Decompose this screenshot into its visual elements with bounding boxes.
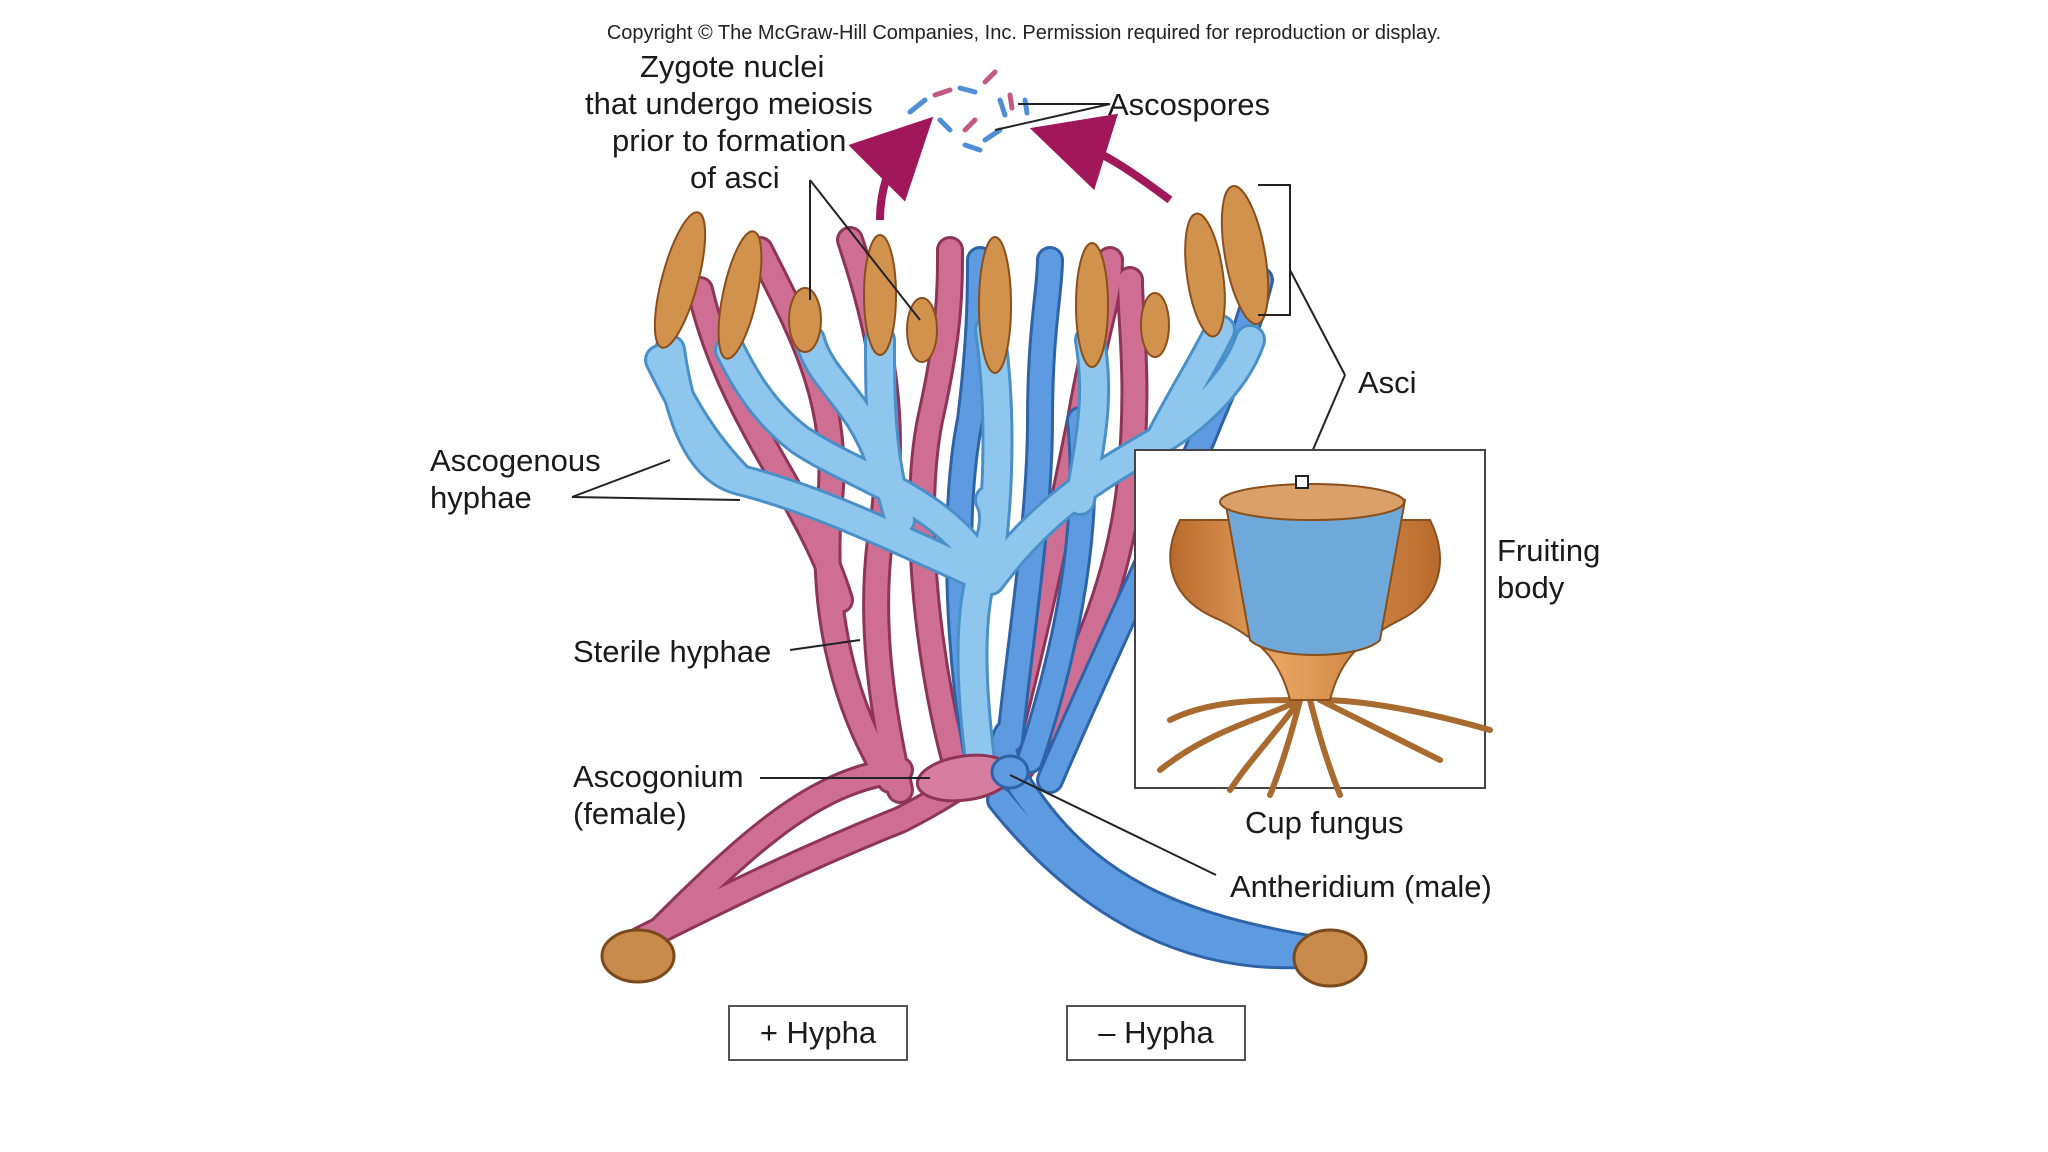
label-ascogenous-line1: Ascogenous <box>430 442 601 479</box>
arrow-left <box>880 145 905 220</box>
label-fruiting-line2: body <box>1497 569 1564 606</box>
label-ascogonium-line1: Ascogonium <box>573 758 744 795</box>
minus-hypha-spore <box>1294 930 1366 986</box>
plus-hypha-spore <box>602 930 674 982</box>
cup-fungus-inset <box>1135 450 1490 795</box>
label-zygote-line2: that undergo meiosis <box>585 85 873 122</box>
label-ascogonium-line2: (female) <box>573 795 687 832</box>
arrow-right <box>1068 140 1170 200</box>
label-ascospores: Ascospores <box>1108 86 1270 123</box>
label-asci: Asci <box>1358 364 1417 401</box>
minus-hypha-box: – Hypha <box>1066 1005 1246 1061</box>
label-antheridium: Antheridium (male) <box>1230 868 1492 905</box>
ascospore-cluster <box>910 72 1027 150</box>
label-zygote-line4: of asci <box>690 159 780 196</box>
antheridium <box>992 756 1028 788</box>
label-cup-fungus: Cup fungus <box>1245 804 1404 841</box>
label-zygote-line1: Zygote nuclei <box>640 48 824 85</box>
label-ascogenous-line2: hyphae <box>430 479 532 516</box>
label-fruiting-line1: Fruiting <box>1497 532 1600 569</box>
label-sterile-hyphae: Sterile hyphae <box>573 633 771 670</box>
plus-hypha-box: + Hypha <box>728 1005 908 1061</box>
label-zygote-line3: prior to formation <box>612 122 846 159</box>
